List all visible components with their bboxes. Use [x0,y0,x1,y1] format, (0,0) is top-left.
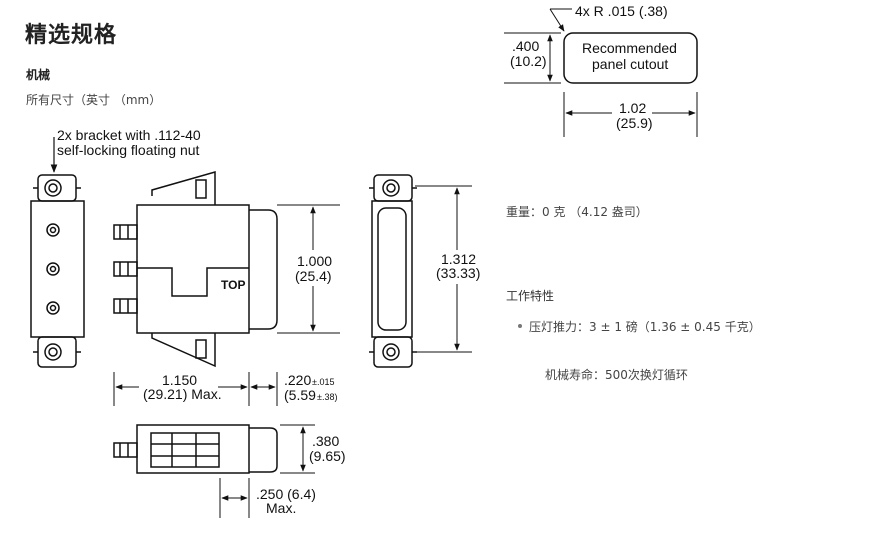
cutout-w-in-label: 1.02 [619,100,646,116]
height-dimension [277,204,340,334]
mechanical-life-item: 机械寿命：500次换灯循环 [545,368,688,382]
weight-spec: 重量：0 克 （4.12 盎司） [506,205,648,219]
height-mm-label: (25.4) [295,268,332,284]
bezel-mm-label: (5.59 [284,387,316,403]
bracket-note-line2: self-locking floating nut [57,142,200,158]
overall-height-mm-label: (33.33) [436,265,480,281]
overall-height-dimension [415,185,472,353]
page-title: 精选规格 [25,23,118,48]
front-max-label: Max. [266,500,296,516]
cutout-h-mm-label: (10.2) [510,53,547,69]
section-heading-mechanical: 机械 [26,68,51,82]
depth-dimension [219,424,315,518]
top-label: TOP [221,278,245,292]
cutout-label-line2: panel cutout [592,56,668,72]
actuation-force-item: 压灯推力：3 ± 1 磅（1.36 ± 0.45 千克） [518,320,761,334]
height-in-label: 1.000 [297,253,332,269]
end-view [369,174,417,368]
bracket-note-line1: 2x bracket with .112-40 [57,127,201,143]
length-mm-label: (29.21) Max. [143,386,222,402]
bezel-in-label: .220 [284,372,311,388]
length-in-label: 1.150 [162,372,197,388]
front-in-label: .250 (6.4) [256,486,316,502]
cutout-h-in-label: .400 [512,38,539,54]
performance-heading: 工作特性 [506,289,555,303]
overall-height-in-label: 1.312 [441,251,476,267]
bezel-tol-in-label: ±.015 [312,377,334,387]
cutout-w-mm-label: (25.9) [616,115,653,131]
cutout-radius-label: 4x R .015 (.38) [575,3,668,19]
cutout-label-line1: Recommended [582,40,677,56]
bezel-tol-mm-label: ±.38) [317,392,337,402]
front-view [30,174,85,368]
depth-mm-label: (9.65) [309,448,346,464]
length-dimension [113,372,278,406]
depth-in-label: .380 [312,433,339,449]
side-view [113,171,278,368]
panel-cutout [504,8,698,137]
units-note: 所有尺寸（英寸 （mm） [26,93,162,107]
bottom-view [113,424,278,474]
